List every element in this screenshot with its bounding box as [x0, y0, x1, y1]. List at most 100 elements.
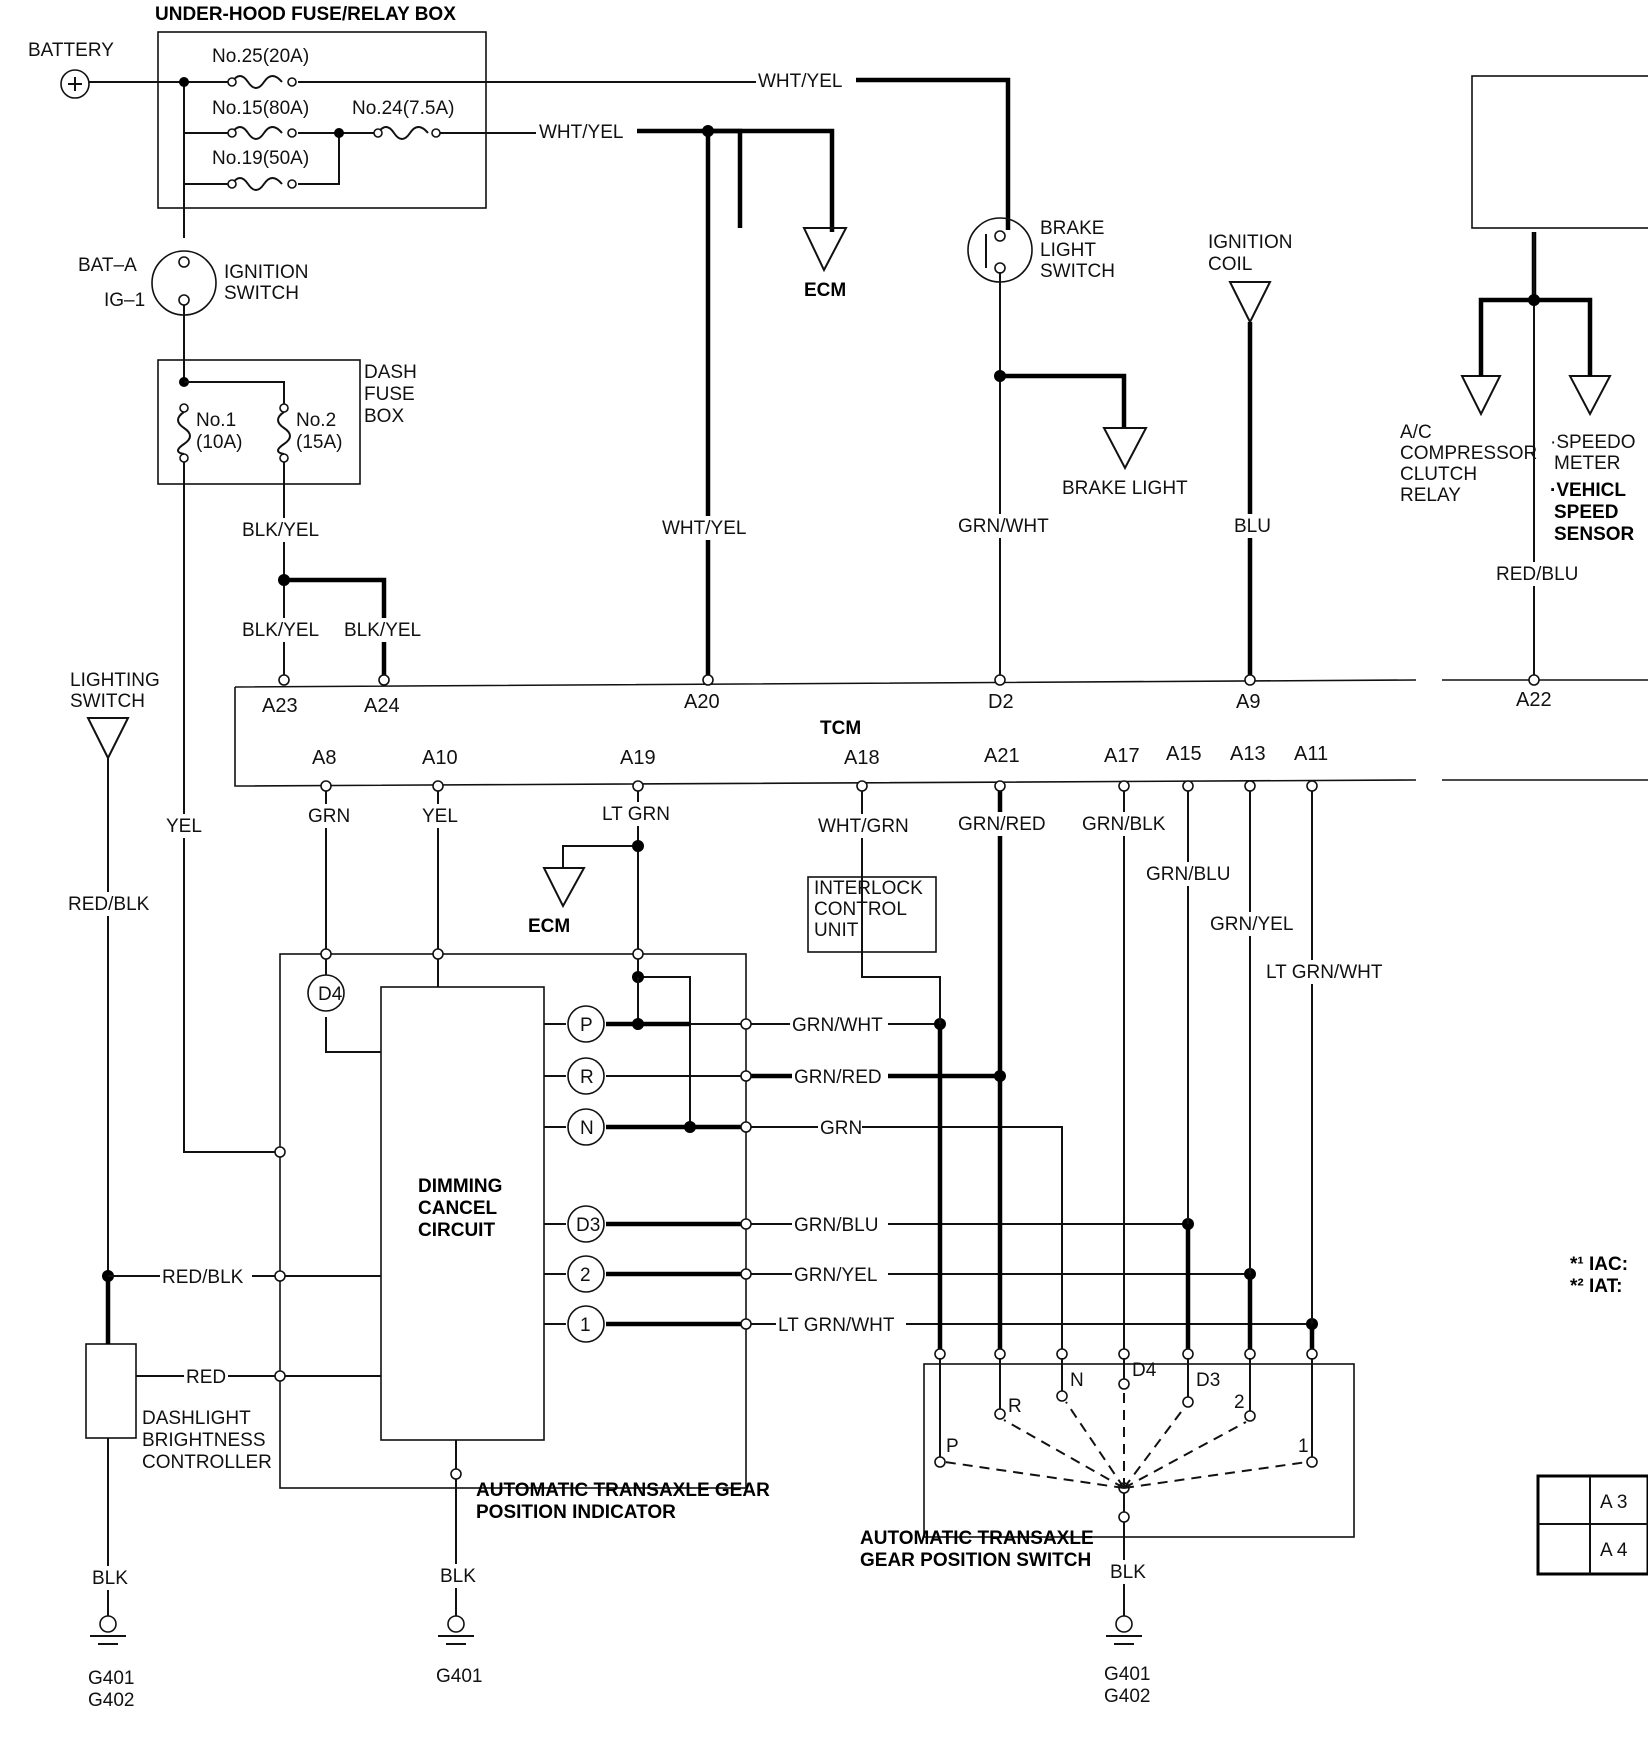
wire-yel-indicator	[183, 462, 280, 1153]
battery-label: BATTERY	[28, 40, 114, 61]
under-hood-fuse-box	[157, 31, 487, 209]
note-iac: *¹ IAC:	[1570, 1254, 1628, 1275]
wire-label-blu: BLU	[1234, 516, 1271, 537]
d4-lamp-icon	[307, 974, 345, 1012]
wire-label-grn-red-2: GRN/RED	[794, 1067, 882, 1088]
interlock-label-1: INTERLOCK	[814, 878, 923, 899]
gear-switch-contacts	[934, 1348, 1318, 1523]
lighting-switch-label-2: SWITCH	[70, 691, 145, 712]
terminal-a19: A19	[620, 747, 656, 769]
dashlight-label-1: DASHLIGHT	[142, 1408, 251, 1429]
lighting-switch-label-1: LIGHTING	[70, 670, 160, 691]
fuse-symbols	[179, 75, 714, 191]
dash-fuse-label-3: BOX	[364, 406, 404, 427]
ground-g402-3: G402	[1104, 1686, 1150, 1707]
interlock-label-2: CONTROL	[814, 899, 907, 920]
wire-label-blk-2: BLK	[440, 1566, 476, 1587]
wire-label-blk-yel-3: BLK/YEL	[344, 620, 421, 641]
ground-g401-2: G401	[436, 1666, 482, 1687]
note-iat: *² IAT:	[1570, 1276, 1622, 1297]
terminal-a17: A17	[1104, 745, 1140, 767]
dimming-label-2: CANCEL	[418, 1198, 498, 1219]
wire-label-yel-2: YEL	[422, 806, 458, 827]
speedo-label-1: ·SPEEDO	[1550, 432, 1636, 453]
gear-switch-outline	[923, 1363, 1355, 1538]
brake-light-label: BRAKE LIGHT	[1062, 478, 1188, 499]
wire-label-grn-wht-1: GRN/WHT	[958, 516, 1049, 537]
gear-switch-label-1: AUTOMATIC TRANSAXLE	[860, 1528, 1094, 1549]
brake-switch-label-3: SWITCH	[1040, 261, 1115, 282]
terminal-a21: A21	[984, 745, 1020, 767]
terminal-d2: D2	[988, 691, 1014, 713]
lamp-label-1: 1	[580, 1315, 591, 1336]
junction-lt-grn	[632, 840, 644, 852]
wire-label-red-blk-2: RED/BLK	[162, 1267, 244, 1288]
ground-symbols	[90, 1615, 1142, 1645]
d4-lamp-label: D4	[318, 984, 343, 1005]
tcm-top-line	[234, 679, 1648, 688]
wire-label-lt-grn-wht-2: LT GRN/WHT	[778, 1315, 895, 1336]
wire-label-blk-3: BLK	[1110, 1562, 1146, 1583]
speedo-label-4: SPEED	[1554, 502, 1618, 523]
wire-label-blk-yel-2: BLK/YEL	[242, 620, 319, 641]
dashlight-label-3: CONTROLLER	[142, 1452, 272, 1473]
terminal-a9: A9	[1236, 691, 1260, 713]
dashlight-controller-box	[85, 1343, 137, 1439]
dash-fuse-box	[157, 359, 361, 485]
wire-label-red-blk-1: RED/BLK	[68, 894, 150, 915]
terminal-a8: A8	[312, 747, 336, 769]
fuse15-label: No.15(80A)	[212, 98, 309, 119]
dimming-cancel-circuit-box	[380, 986, 545, 1441]
dash-fuse-no2-amp: (15A)	[296, 432, 342, 453]
wire-label-grn-yel-2: GRN/YEL	[794, 1265, 877, 1286]
ignition-coil-label-1: IGNITION	[1208, 232, 1292, 253]
lamp-label-r: R	[580, 1067, 594, 1088]
wire-wht-yel-brake	[855, 77, 1011, 230]
fuse19-label: No.19(50A)	[212, 148, 309, 169]
wire-brake-light	[1000, 373, 1127, 428]
wire-label-blk-1: BLK	[92, 1568, 128, 1589]
ac-relay-label-2: COMPRESSOR	[1400, 443, 1537, 464]
ignition-coil-label-2: COIL	[1208, 254, 1252, 275]
switch-pos-p: P	[946, 1436, 959, 1457]
terminal-a22: A22	[1516, 689, 1552, 711]
ac-relay-label-3: CLUTCH	[1400, 464, 1477, 485]
junction-brake	[994, 370, 1006, 382]
wire-label-wht-yel-3: WHT/YEL	[662, 518, 746, 539]
dash-fuse-no1-amp: (10A)	[196, 432, 242, 453]
wire-blk-yel-a24	[284, 577, 387, 680]
dimming-label-3: CIRCUIT	[418, 1220, 495, 1241]
dashlight-label-2: BRIGHTNESS	[142, 1430, 266, 1451]
wire-lt-grn-a19	[637, 786, 691, 1124]
bat-a-label: BAT–A	[78, 255, 137, 276]
switch-pos-1: 1	[1298, 1436, 1309, 1457]
battery-feed	[60, 69, 184, 99]
wire-label-wht-grn: WHT/GRN	[818, 816, 909, 837]
tcm-label: TCM	[820, 718, 861, 739]
brake-switch-label-1: BRAKE	[1040, 218, 1104, 239]
wire-label-yel-1: YEL	[166, 816, 202, 837]
wire-label-lt-grn-wht-1: LT GRN/WHT	[1266, 962, 1383, 983]
speedo-label-2: METER	[1554, 453, 1621, 474]
wire-label-grn-2: GRN	[820, 1118, 862, 1139]
wire-wht-grn-a18	[861, 786, 941, 1024]
lamp-label-p: P	[580, 1015, 593, 1036]
brake-light-switch[interactable]	[967, 217, 1033, 283]
table-cell-a3: A 3	[1600, 1492, 1627, 1513]
wire-label-grn-blu-1: GRN/BLU	[1146, 864, 1230, 885]
lamp-label-n: N	[580, 1118, 594, 1139]
terminal-a13: A13	[1230, 743, 1266, 765]
switch-pos-d3: D3	[1196, 1370, 1220, 1391]
ig1-label: IG–1	[104, 290, 145, 311]
wire-wht-yel-ecm	[637, 128, 743, 228]
ecm-label-top: ECM	[804, 280, 846, 301]
ac-relay-label-1: A/C	[1400, 422, 1432, 443]
wire-lt-grn-ecm	[562, 845, 638, 868]
wire-label-wht-yel-2: WHT/YEL	[539, 122, 623, 143]
ground-g401-3: G401	[1104, 1664, 1150, 1685]
ecm-label-mid: ECM	[528, 916, 570, 937]
ignition-label-2: SWITCH	[224, 283, 299, 304]
terminal-table	[1536, 1474, 1648, 1576]
terminal-a23: A23	[262, 695, 298, 717]
